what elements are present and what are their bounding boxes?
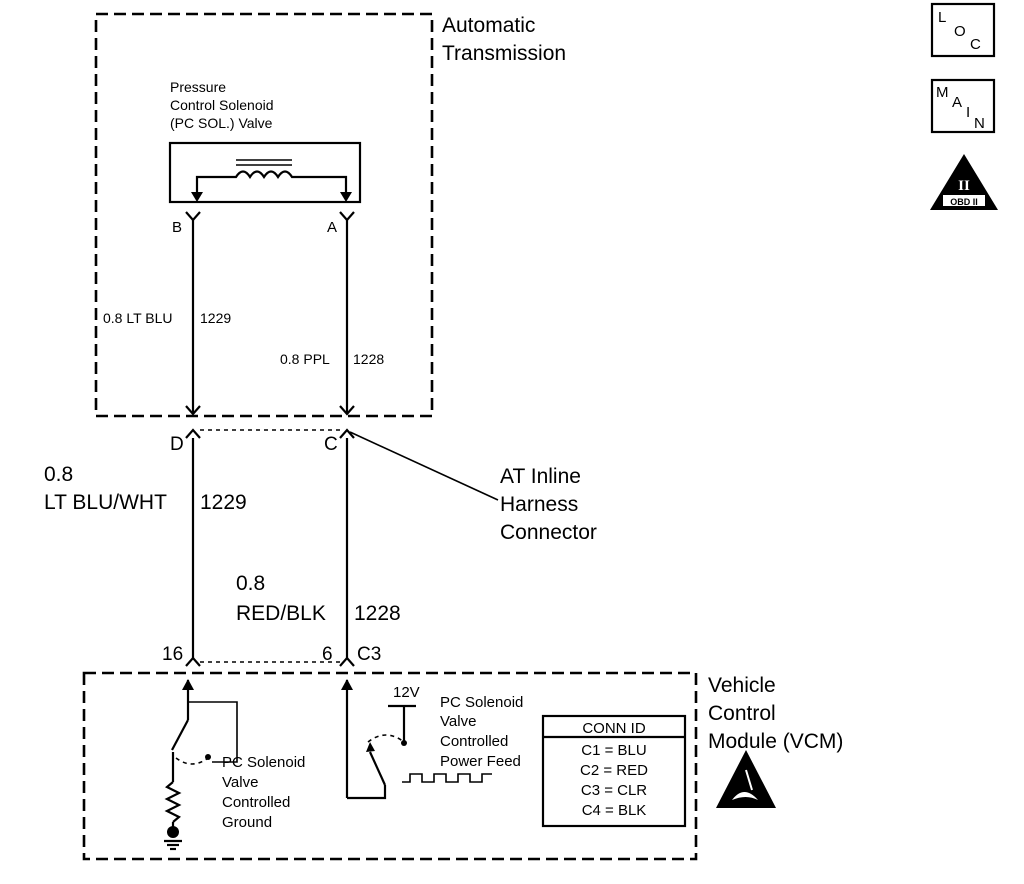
vcm-boundary (82, 671, 698, 861)
wire-lower-left-color: LT BLU/WHT (44, 491, 167, 514)
wire-lower-left-gauge: 0.8 (44, 463, 73, 486)
ground-label-line4: Ground (222, 814, 272, 831)
transmission-boundary (94, 12, 434, 418)
power-feed-switch (341, 679, 492, 800)
connector-c3-label: C3 (357, 644, 381, 665)
pin-d-connector (185, 428, 201, 439)
pcs-valve-label-line3: (PC SOL.) Valve (170, 115, 273, 131)
wire-upper-right-circuit: 1228 (353, 351, 384, 367)
main-letter: M (936, 84, 949, 101)
pin-c-label: C (324, 434, 338, 455)
vcm-label-line3: Module (VCM) (708, 730, 843, 753)
voltage-label: 12V (393, 684, 420, 701)
transmission-label-line2: Transmission (442, 42, 566, 65)
obd-roman: II (958, 178, 970, 194)
pin-a-label: A (327, 219, 337, 236)
pin-16-connector (185, 656, 201, 667)
obd-label: OBD II (950, 197, 978, 207)
pin-c-connector (339, 428, 355, 439)
wire-upper-right-label: 0.8 PPL (280, 351, 330, 367)
conn-id-row: C4 = BLK (582, 802, 647, 819)
pcs-valve-label-line2: Control Solenoid (170, 97, 274, 113)
main-letter: A (952, 94, 962, 111)
conn-id-table (541, 714, 687, 828)
main-letter: I (966, 104, 970, 121)
pin-b-label: B (172, 219, 182, 236)
ground-label-line1: PC Solenoid (222, 754, 305, 771)
wire-lower-right-gauge: 0.8 (236, 572, 265, 595)
feed-label-line2: Valve (440, 713, 476, 730)
pin-6-label: 6 (322, 644, 333, 665)
loc-icon (930, 2, 996, 58)
loc-letter: O (954, 23, 966, 40)
vcm-label-line2: Control (708, 702, 776, 725)
inline-connector-leader (349, 431, 499, 501)
ground-driver-switch (164, 679, 238, 851)
feed-label-line1: PC Solenoid (440, 694, 523, 711)
conn-id-title: CONN ID (582, 720, 646, 737)
wire-lower-right-circuit: 1228 (354, 602, 401, 625)
ground-label-line2: Valve (222, 774, 258, 791)
vcm-label-line1: Vehicle (708, 674, 776, 697)
main-letter: N (974, 115, 985, 132)
loc-letter: L (938, 9, 946, 26)
inline-connector-label-line3: Connector (500, 521, 597, 544)
pin-16-label: 16 (162, 644, 183, 665)
pin-b-connector (185, 211, 201, 222)
conn-id-row: C3 = CLR (581, 782, 647, 799)
wire-upper-right-arrow (339, 405, 355, 416)
pcs-valve-label-line1: Pressure (170, 79, 226, 95)
esd-warning-icon (716, 750, 776, 808)
pin-a-connector (339, 211, 355, 222)
wire-upper-left-arrow (185, 405, 201, 416)
wire-lower-right-color: RED/BLK (236, 602, 326, 625)
pcs-valve-symbol (168, 141, 362, 204)
feed-label-line3: Controlled (440, 733, 508, 750)
inline-connector-label-line1: AT Inline (500, 465, 581, 488)
main-icon (930, 78, 996, 134)
ground-label-line3: Controlled (222, 794, 290, 811)
feed-label-line4: Power Feed (440, 753, 521, 770)
inline-connector-label-line2: Harness (500, 493, 578, 516)
pin-6-connector (339, 656, 355, 667)
conn-id-row: C2 = RED (580, 762, 648, 779)
conn-id-row: C1 = BLU (581, 742, 646, 759)
wire-upper-left-label: 0.8 LT BLU (103, 310, 173, 326)
wire-upper-left-circuit: 1229 (200, 310, 231, 326)
wire-lower-left-circuit: 1229 (200, 491, 247, 514)
pin-d-label: D (170, 434, 184, 455)
transmission-label-line1: Automatic (442, 14, 535, 37)
obd-ii-icon (930, 154, 998, 210)
loc-letter: C (970, 36, 981, 53)
